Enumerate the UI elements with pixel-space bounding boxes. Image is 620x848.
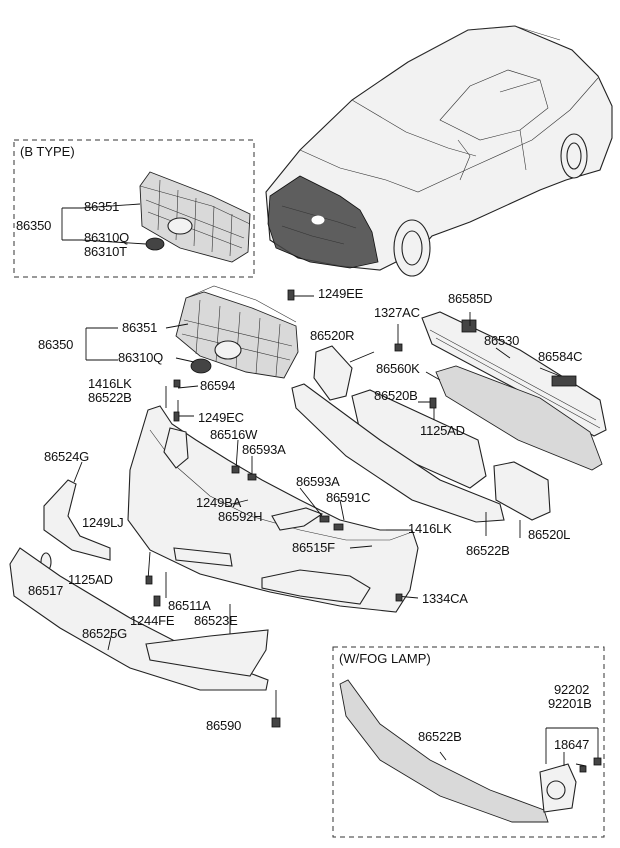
label-86560k: 86560K — [376, 361, 420, 376]
label-92202: 92202 — [554, 682, 590, 697]
fog-leaders — [439, 727, 599, 767]
lower-grille-86560k — [435, 365, 603, 471]
label-1249lj: 1249LJ — [82, 515, 124, 530]
bracket-86584c — [551, 375, 577, 387]
label-b-86310q: 86310Q — [84, 230, 130, 245]
label-86585d: 86585D — [448, 291, 493, 306]
label-86310q: 86310Q — [118, 350, 164, 365]
b-type-box — [13, 139, 255, 278]
label-86593a-a: 86593A — [242, 442, 286, 457]
grille — [175, 285, 299, 379]
label-86523e: 86523E — [194, 613, 238, 628]
side-bracket — [43, 479, 111, 561]
label-1249ba: 1249BA — [196, 495, 242, 510]
label-86591c: 86591C — [326, 490, 371, 505]
label-b-86350: 86350 — [16, 218, 52, 233]
label-86525g: 86525G — [82, 626, 128, 641]
label-18647: 18647 — [554, 737, 590, 752]
label-86522b-a: 86522B — [88, 390, 132, 405]
fog-lower-grille — [339, 679, 549, 823]
label-86522b-b: 86522B — [466, 543, 510, 558]
b-type-grille — [139, 171, 251, 263]
label-92201b: 92201B — [548, 696, 592, 711]
label-1249ee: 1249EE — [318, 286, 364, 301]
label-86584c: 86584C — [538, 349, 583, 364]
label-1244fe: 1244FE — [130, 613, 175, 628]
label-1334ca: 1334CA — [422, 591, 468, 606]
label-fog-86522b: 86522B — [418, 729, 462, 744]
label-b-86310t: 86310T — [84, 244, 127, 259]
label-86520b: 86520B — [374, 388, 418, 403]
label-86351: 86351 — [122, 320, 158, 335]
bracket-86585d — [461, 319, 477, 333]
label-b-86351: 86351 — [84, 199, 120, 214]
label-86515f: 86515F — [292, 540, 335, 555]
garnish — [145, 629, 269, 677]
label-1125ad-b: 1125AD — [420, 423, 465, 438]
label-86590: 86590 — [206, 718, 242, 733]
label-86520r: 86520R — [310, 328, 355, 343]
label-86511a: 86511A — [168, 598, 211, 613]
fog-lamp-box — [332, 646, 605, 838]
label-86516w: 86516W — [210, 427, 258, 442]
b-type-leaders — [61, 203, 147, 245]
label-86517: 86517 — [28, 583, 64, 598]
grille-leaders — [85, 323, 195, 363]
absorber-86520r — [313, 345, 353, 401]
lower-lip — [9, 547, 269, 691]
fog-lamp-title: (W/FOG LAMP) — [339, 651, 431, 666]
bumper-leaders — [107, 385, 419, 722]
label-1125ad-a: 1125AD — [68, 572, 113, 587]
label-1416lk-a: 1416LK — [88, 376, 132, 391]
label-1327ac: 1327AC — [374, 305, 420, 320]
label-1416lk-b: 1416LK — [408, 521, 452, 536]
label-86592h: 86592H — [218, 509, 263, 524]
lower-grille-86522b — [291, 383, 505, 523]
bumper-cover — [127, 405, 419, 613]
right-leaders — [349, 312, 561, 538]
label-86594: 86594 — [200, 378, 236, 393]
car-illustration — [265, 25, 613, 277]
label-86350: 86350 — [38, 337, 74, 352]
label-86530: 86530 — [484, 333, 520, 348]
label-1249ec: 1249EC — [198, 410, 244, 425]
label-86520l: 86520L — [528, 527, 571, 542]
absorber-86520l — [493, 461, 551, 521]
label-86524g: 86524G — [44, 449, 90, 464]
b-type-title: (B TYPE) — [20, 144, 75, 159]
label-86593a-b: 86593A — [296, 474, 340, 489]
